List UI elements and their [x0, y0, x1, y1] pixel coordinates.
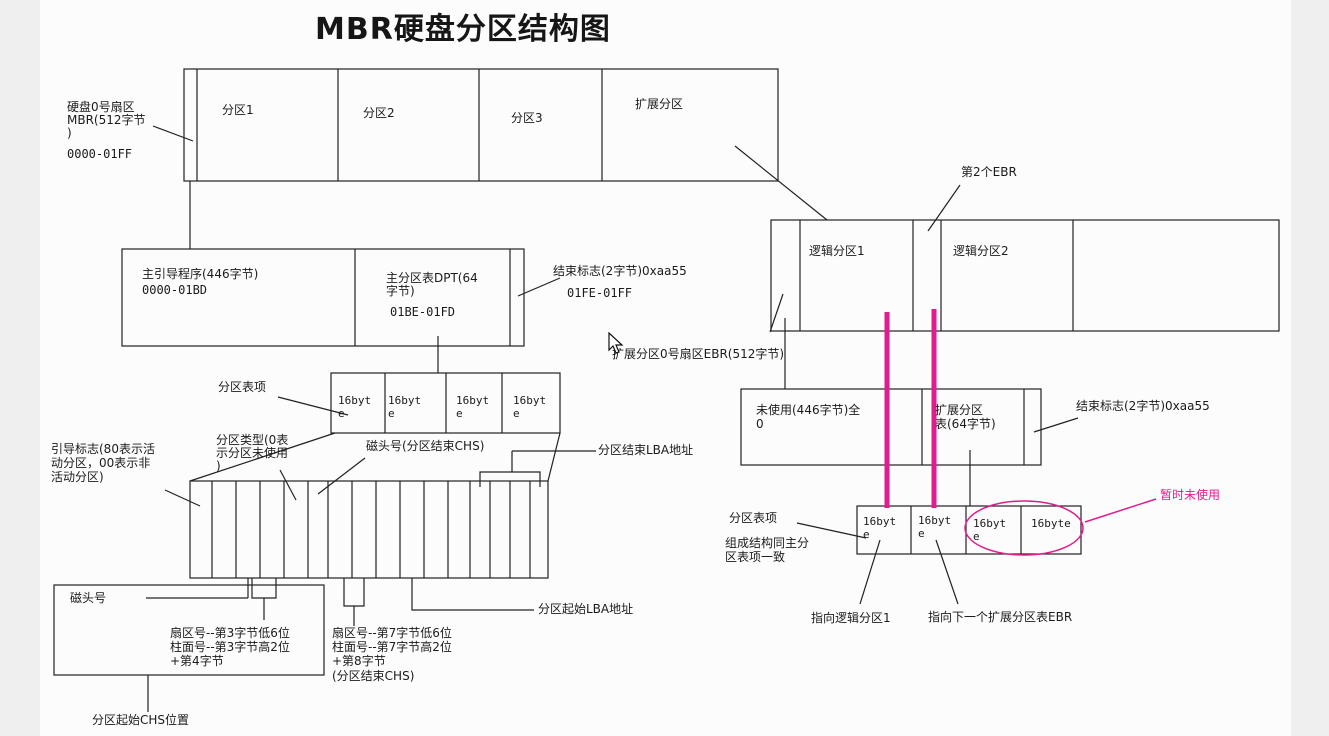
dpt-entry-cell-4: 16byt e — [513, 394, 547, 420]
left-margin — [0, 0, 40, 736]
head-number-box — [53, 584, 325, 676]
partition-1-label: 分区1 — [222, 103, 254, 117]
mbr-end-mark-label: 结束标志(2字节)0xaa55 — [553, 264, 687, 278]
ebr-entry-cell-3: 16byt e — [973, 517, 1007, 543]
lba-start-label: 分区起始LBA地址 — [538, 602, 634, 616]
ebr-end-mark-label: 结束标志(2字节)0xaa55 — [1076, 399, 1210, 413]
pink-ellipse-unused — [964, 500, 1084, 556]
part-type-label-1: 分区类型(0表 — [216, 433, 289, 447]
points-to-next-ebr-label: 指向下一个扩展分区表EBR — [928, 610, 1073, 624]
sector0-label-1: 硬盘0号扇区 — [67, 100, 135, 114]
disk-bar — [183, 68, 779, 182]
extended-bar — [770, 219, 1280, 332]
ebr-unused-label-2: 0 — [756, 417, 764, 431]
ebr-entry-cell-4: 16byte — [1031, 517, 1071, 530]
ebr-entry-label: 分区表项 — [729, 511, 778, 525]
sector0-range: 0000-01FF — [67, 147, 133, 161]
extended-partition-label: 扩展分区 — [635, 97, 684, 111]
ebr-entries-box — [856, 505, 1082, 555]
sector-cyl-end-1: 扇区号--第7字节低6位 — [332, 626, 452, 640]
mbr-end-mark-range: 01FE-01FF — [567, 286, 633, 300]
boot-code-label: 主引导程序(446字节) — [142, 267, 259, 281]
temp-unused-label: 暂时未使用 — [1160, 488, 1221, 502]
dpt-entry-cell-3: 16byt e — [456, 394, 490, 420]
diagram-title: MBR硬盘分区结构图 — [315, 12, 611, 47]
logical-partition-1-label: 逻辑分区1 — [809, 244, 865, 258]
sector-cyl-end-3: +第8字节 — [332, 654, 386, 668]
dpt-label-1: 主分区表DPT(64 — [386, 271, 478, 285]
ebr-unused-label-1: 未使用(446字节)全 — [756, 403, 861, 417]
ebr-entry-cell-2: 16byt e — [918, 514, 952, 540]
dpt-label-2: 字节) — [386, 284, 415, 298]
boot-code-range: 0000-01BD — [142, 283, 208, 297]
sector-cyl-start-3: +第4字节 — [170, 654, 224, 668]
boot-flag-label-2: 动分区，00表示非 — [51, 456, 151, 470]
second-ebr-label: 第2个EBR — [961, 165, 1017, 179]
ebr-table-label-2: 表(64字节) — [935, 417, 996, 431]
sector-cyl-end-2: 柱面号--第7字节高2位 — [332, 640, 452, 654]
sector0-label-2: MBR(512字节 — [67, 113, 146, 127]
dpt-entry-cell-2: 16byt e — [388, 394, 422, 420]
lba-end-label: 分区结束LBA地址 — [598, 443, 694, 457]
same-struct-label-1: 组成结构同主分 — [725, 536, 810, 550]
part-type-label-3: ) — [216, 459, 221, 473]
entry-fields-strip — [189, 480, 549, 579]
sector0-label-3: ) — [67, 126, 72, 140]
mouse-cursor-icon — [608, 332, 624, 354]
boot-flag-label-1: 引导标志(80表示活 — [51, 442, 155, 456]
part-type-label-2: 示分区未使用 — [216, 446, 289, 460]
boot-flag-label-3: 活动分区) — [51, 470, 104, 484]
dpt-range: 01BE-01FD — [390, 305, 456, 319]
dpt-entry-label: 分区表项 — [218, 380, 267, 394]
partition-2-label: 分区2 — [363, 106, 395, 120]
points-to-logical-label: 指向逻辑分区1 — [811, 611, 891, 625]
same-struct-label-2: 区表项一致 — [725, 550, 786, 564]
ebr-box — [740, 388, 1042, 466]
head-start-label: 磁头号 — [70, 591, 107, 605]
ebr-table-label-1: 扩展分区 — [935, 403, 984, 417]
right-margin — [1291, 0, 1329, 736]
partition-3-label: 分区3 — [511, 111, 543, 125]
sector-cyl-start-2: 柱面号--第3字节高2位 — [170, 640, 290, 654]
ebr-sector-label: 扩展分区0号扇区EBR(512字节) — [612, 347, 785, 361]
head-end-label: 磁头号(分区结束CHS) — [366, 439, 485, 453]
logical-partition-2-label: 逻辑分区2 — [953, 244, 1009, 258]
ebr-entry-cell-1: 16byt e — [863, 515, 897, 541]
mbr-box — [121, 248, 525, 347]
sector-cyl-end-4: (分区结束CHS) — [332, 669, 415, 683]
chs-start-label: 分区起始CHS位置 — [92, 713, 190, 727]
dpt-entry-cell-1: 16byt e — [338, 394, 372, 420]
sector-cyl-start-1: 扇区号--第3字节低6位 — [170, 626, 290, 640]
